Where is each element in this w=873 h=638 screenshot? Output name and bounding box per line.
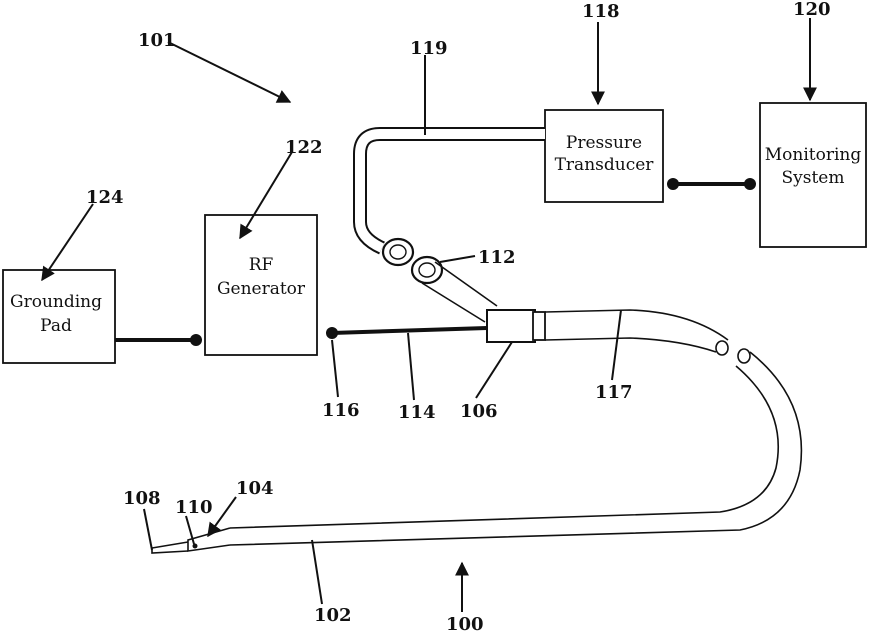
grounding-pad-label-line1: Grounding [10, 292, 102, 312]
leader-101 [168, 42, 290, 102]
ref-110: 110 [175, 497, 213, 518]
ground-cable-plug [190, 334, 202, 346]
ref-114: 114 [398, 402, 436, 423]
leader-106 [476, 342, 512, 398]
leader-112 [440, 256, 475, 262]
ref-104: 104 [236, 478, 274, 499]
leader-116 [332, 340, 338, 397]
ref-106: 106 [460, 401, 498, 422]
ref-117: 117 [595, 382, 633, 403]
ref-102: 102 [314, 605, 352, 626]
pressure-tube [360, 134, 545, 248]
ref-108: 108 [123, 488, 161, 509]
leader-102 [312, 540, 322, 604]
pressure-transducer-label-line2: Transducer [555, 155, 655, 175]
pressure-tube-bore [360, 134, 545, 248]
luer-connector-lower-inner [419, 263, 435, 277]
leader-114 [408, 333, 414, 400]
electrode-tip [152, 542, 188, 553]
leader-124 [42, 204, 93, 280]
ref-122: 122 [285, 137, 323, 158]
catheter-loop-inner [230, 366, 778, 528]
luer-connector-upper-inner [390, 245, 406, 259]
hub [487, 310, 535, 342]
catheter-loop-outer [230, 352, 801, 545]
ref-116: 116 [322, 400, 360, 421]
pressure-transducer-label-line1: Pressure [566, 133, 642, 153]
catheter-break-right [738, 349, 750, 363]
monitor-cable-plug-right [744, 178, 756, 190]
catheter-proximal-lower [545, 338, 716, 352]
ref-118: 118 [582, 1, 620, 22]
ref-120: 120 [793, 0, 831, 20]
catheter-break-left [716, 341, 728, 355]
sensor-port [193, 544, 198, 549]
grounding-pad-label-line2: Pad [40, 316, 72, 336]
monitoring-system-label-line2: System [782, 168, 845, 188]
monitor-cable-plug-left [667, 178, 679, 190]
leader-108 [144, 509, 152, 550]
rf-wire-plug [326, 327, 338, 339]
catheter-proximal-upper [545, 310, 728, 340]
rf-generator-label-line2: Generator [217, 279, 306, 299]
ref-124: 124 [86, 187, 124, 208]
ref-101: 101 [138, 30, 176, 51]
hub-collar [533, 312, 545, 340]
rf-wire [332, 328, 487, 333]
rf-generator-label-line1: RF [249, 255, 274, 275]
ref-100: 100 [446, 614, 484, 633]
monitoring-system-label-line1: Monitoring [765, 145, 862, 165]
leader-117 [612, 310, 621, 380]
ref-119: 119 [410, 38, 448, 59]
ref-112: 112 [478, 247, 516, 268]
